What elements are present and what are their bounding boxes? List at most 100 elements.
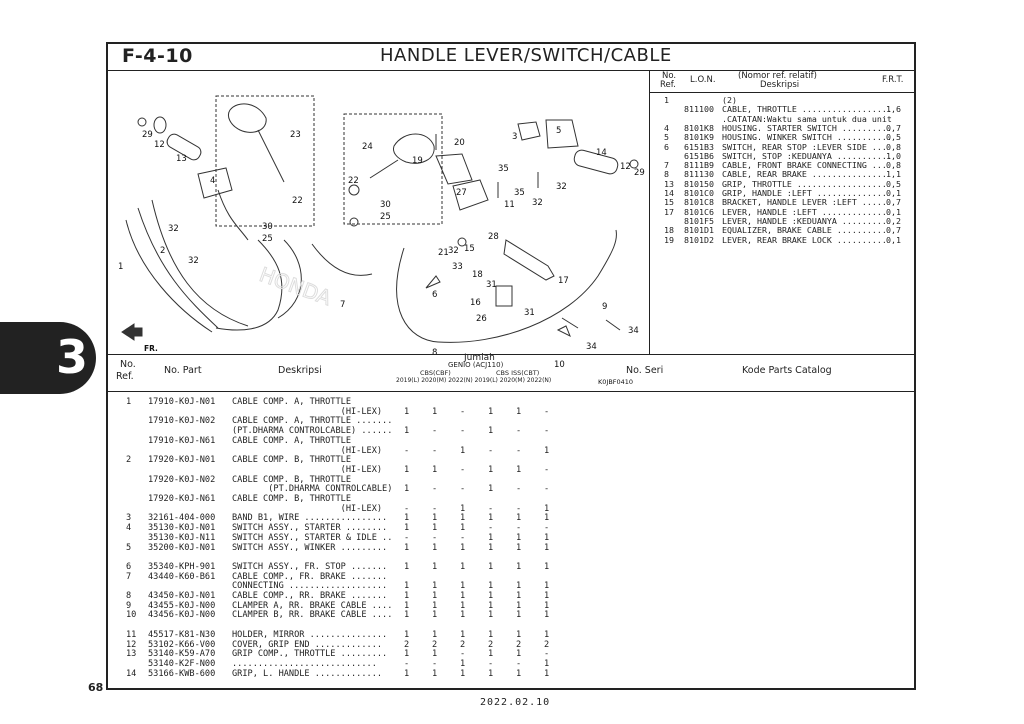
part-qty: 1 bbox=[404, 581, 410, 592]
page-number: 68 bbox=[88, 681, 104, 694]
part-row: 53140-K2F-N00...........................… bbox=[108, 658, 914, 670]
callout-14: 14 bbox=[596, 148, 607, 158]
part-qty: 1 bbox=[404, 513, 410, 524]
part-qty: - bbox=[432, 532, 438, 543]
part-row: (PT.DHARMA CONTROLCABLE)1--1-- bbox=[108, 485, 914, 495]
part-description: GRIP COMP., THROTTLE ......... bbox=[232, 649, 388, 660]
ref-row-lon: 8101D1 bbox=[684, 225, 714, 236]
part-qty: 1 bbox=[544, 513, 550, 524]
ref-no-header: No. bbox=[662, 71, 677, 81]
part-qty: - bbox=[432, 426, 438, 437]
part-qty: 1 bbox=[544, 581, 550, 592]
reference-table-header: No. Ref. L.O.N. (Nomor ref. relatif) Des… bbox=[650, 70, 916, 93]
part-qty: 1 bbox=[432, 668, 438, 679]
part-qty: 1 bbox=[460, 658, 466, 669]
part-qty: 1 bbox=[544, 658, 550, 669]
callout-25b: 25 bbox=[380, 212, 391, 222]
part-number: 53166-KWB-600 bbox=[148, 668, 216, 679]
ref-row-lon: 8101D2 bbox=[684, 234, 714, 245]
part-qty: 1 bbox=[404, 629, 410, 640]
callout-26: 26 bbox=[476, 314, 487, 324]
part-qty: 1 bbox=[432, 542, 438, 553]
callout-1: 1 bbox=[118, 262, 124, 272]
part-qty: 1 bbox=[488, 464, 494, 475]
part-row bbox=[108, 621, 914, 631]
ref-row-desc: .CATATAN:Waktu sama untuk dua unit bbox=[722, 113, 892, 124]
callout-23: 23 bbox=[290, 130, 301, 140]
part-qty: - bbox=[404, 503, 410, 514]
part-ref: 4 bbox=[126, 523, 132, 534]
part-description: (PT.DHARMA CONTROLCABLE) bbox=[232, 484, 393, 495]
ref-row-lon: 8101C8 bbox=[684, 197, 714, 208]
part-qty: 1 bbox=[488, 532, 494, 543]
part-qty: 1 bbox=[516, 513, 522, 524]
part-qty: - bbox=[488, 523, 494, 534]
ref-row-frt: 0,5 bbox=[886, 132, 901, 143]
part-ref: 9 bbox=[126, 600, 132, 611]
part-qty: 1 bbox=[404, 591, 410, 601]
ref-row-frt: 0,1 bbox=[886, 188, 901, 198]
part-qty: - bbox=[516, 503, 522, 514]
part-number: 17910-K0J-N02 bbox=[148, 416, 216, 427]
ref-row-no: 17 bbox=[664, 206, 674, 217]
callout-3: 3 bbox=[512, 132, 518, 142]
model-header: GENIO (ACJ110) bbox=[448, 361, 504, 369]
part-ref: 6 bbox=[126, 561, 132, 572]
ref-row-lon: 8101K9 bbox=[684, 132, 714, 143]
ref-row-frt: 1,0 bbox=[886, 150, 901, 161]
ref-row-lon: 8111B9 bbox=[684, 160, 714, 171]
page-title: HANDLE LEVER/SWITCH/CABLE bbox=[380, 45, 672, 66]
callout-32: 32 bbox=[556, 182, 567, 192]
part-description: GRIP, L. HANDLE ............. bbox=[232, 668, 383, 679]
part-ref: 14 bbox=[126, 668, 137, 679]
part-description: CABLE COMP. B, THROTTLE bbox=[232, 474, 351, 485]
part-qty: - bbox=[404, 532, 410, 543]
part-ref: 5 bbox=[126, 542, 132, 553]
part-qty: 2 bbox=[516, 639, 522, 650]
serial-header: No. Seri bbox=[626, 365, 664, 376]
section-tab bbox=[0, 322, 96, 394]
front-arrow-label: FR. bbox=[144, 344, 158, 353]
part-number: 35200-K0J-N01 bbox=[148, 542, 216, 553]
part-qty: - bbox=[432, 658, 438, 669]
callout-33: 33 bbox=[452, 262, 463, 272]
part-qty: 1 bbox=[404, 600, 410, 611]
part-qty: 1 bbox=[544, 561, 550, 572]
part-qty: 1 bbox=[544, 668, 550, 679]
ref-row-lon: 810150 bbox=[684, 178, 714, 189]
part-qty: 1 bbox=[432, 561, 438, 572]
part-qty: 1 bbox=[432, 464, 438, 475]
callout-32b: 32 bbox=[532, 198, 543, 208]
ref-row-desc: GRIP, HANDLE :LEFT .............. bbox=[722, 188, 887, 198]
part-qty: - bbox=[544, 426, 550, 437]
part-number: 43440-K60-B61 bbox=[148, 571, 216, 582]
part-qty: - bbox=[460, 532, 466, 543]
part-description: (PT.DHARMA CONTROLCABLE) ...... bbox=[232, 426, 393, 437]
jumlah-header: Jumlah bbox=[464, 353, 495, 363]
part-qty: 1 bbox=[516, 561, 522, 572]
part-ref: 3 bbox=[126, 513, 132, 524]
ref-row-desc: BRACKET, HANDLE LEVER :LEFT ..... bbox=[722, 197, 887, 208]
part-description: CONNECTING ................... bbox=[232, 581, 388, 592]
part-qty: 2 bbox=[544, 639, 550, 650]
part-description: (HI-LEX) bbox=[232, 464, 383, 475]
callout-11: 11 bbox=[504, 200, 515, 210]
callout-16: 16 bbox=[470, 298, 481, 308]
ref-row-no: 4 bbox=[664, 122, 669, 133]
part-qty: 2 bbox=[460, 639, 466, 650]
callout-34: 34 bbox=[628, 326, 639, 336]
part-qty: - bbox=[460, 649, 466, 660]
part-description: CABLE COMP. B, THROTTLE bbox=[232, 494, 351, 504]
callout-31: 31 bbox=[486, 280, 497, 290]
part-qty: 1 bbox=[544, 503, 550, 514]
ref-row-no: 18 bbox=[664, 225, 674, 236]
callout-8: 8 bbox=[432, 348, 438, 358]
part-qty: 1 bbox=[488, 591, 494, 601]
title-bar: F-4-10 HANDLE LEVER/SWITCH/CABLE bbox=[108, 44, 914, 71]
part-qty: 1 bbox=[460, 591, 466, 601]
